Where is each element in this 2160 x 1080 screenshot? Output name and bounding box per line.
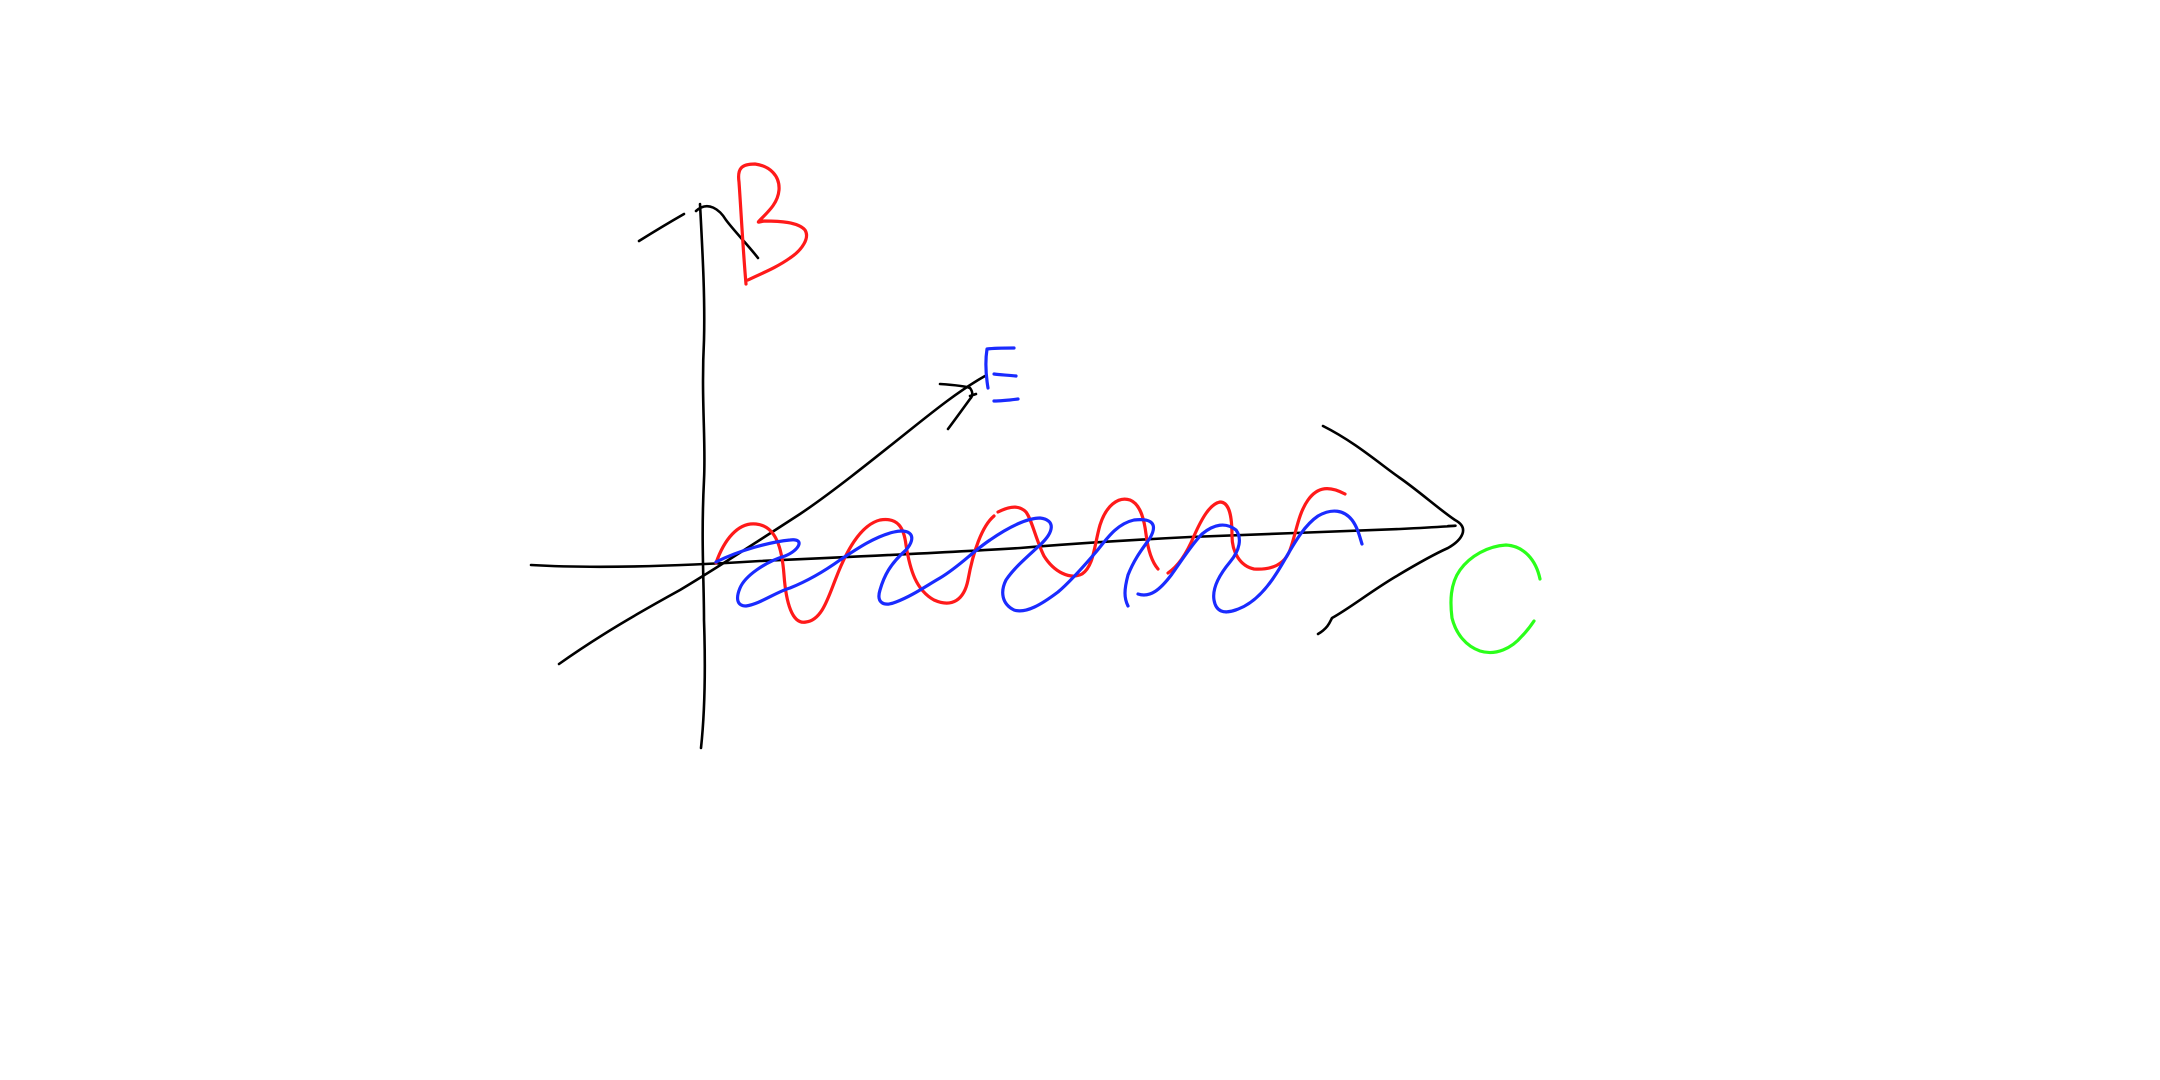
diagonal-axis <box>557 374 987 666</box>
arrowhead-right-icon <box>1316 424 1465 636</box>
arrowhead-up-icon <box>637 205 760 260</box>
vertical-axis-line <box>698 202 707 750</box>
arrowhead-diagonal-icon <box>938 382 978 431</box>
horizontal-axis <box>529 424 1465 636</box>
diagonal-axis-line <box>557 374 987 666</box>
vertical-axis <box>637 202 760 750</box>
horizontal-axis-line <box>529 524 1457 569</box>
label-b-glyph <box>736 162 809 286</box>
electric-field-wave <box>714 509 1364 614</box>
label-c-glyph <box>1449 543 1542 655</box>
label-e-glyph <box>984 346 1020 403</box>
